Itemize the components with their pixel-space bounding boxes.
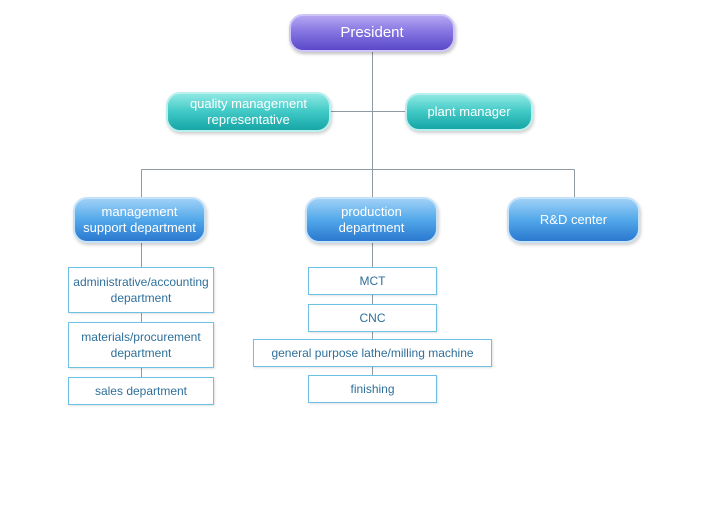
production-label-line2: department xyxy=(338,220,405,235)
lathe-label: general purpose lathe/milling machine xyxy=(271,346,474,360)
management-label-line1: management xyxy=(101,204,178,219)
lathe-milling-box: general purpose lathe/milling machine xyxy=(253,339,492,367)
plant-manager-node: plant manager xyxy=(405,93,533,131)
admin-label-line1: administrative/accounting xyxy=(73,275,209,289)
rnd-center-node: R&D center xyxy=(507,197,640,243)
cnc-box: CNC xyxy=(308,304,437,332)
mct-box: MCT xyxy=(308,267,437,295)
materials-label-line1: materials/procurement xyxy=(81,330,201,344)
president-node: President xyxy=(289,14,455,52)
finishing-label: finishing xyxy=(350,382,395,396)
sales-label: sales department xyxy=(94,384,188,398)
management-support-node: management support department xyxy=(73,197,206,243)
quality-rep-label-line2: representative xyxy=(207,112,290,127)
management-label-line2: support department xyxy=(83,220,196,235)
quality-rep-label-line1: quality management xyxy=(189,96,308,111)
sales-department-box: sales department xyxy=(68,377,214,405)
quality-representative-node: quality management representative xyxy=(166,92,331,132)
rnd-center-label: R&D center xyxy=(539,212,608,227)
finishing-box: finishing xyxy=(308,375,437,403)
mct-label: MCT xyxy=(359,274,386,288)
plant-manager-label: plant manager xyxy=(427,104,511,119)
admin-accounting-box: administrative/accounting department xyxy=(68,267,214,313)
materials-procurement-box: materials/procurement department xyxy=(68,322,214,368)
president-label: President xyxy=(340,24,404,41)
production-label-line1: production xyxy=(341,204,402,219)
cnc-label: CNC xyxy=(359,311,386,325)
materials-label-line2: department xyxy=(110,346,172,360)
admin-label-line2: department xyxy=(110,291,172,305)
production-department-node: production department xyxy=(305,197,438,243)
